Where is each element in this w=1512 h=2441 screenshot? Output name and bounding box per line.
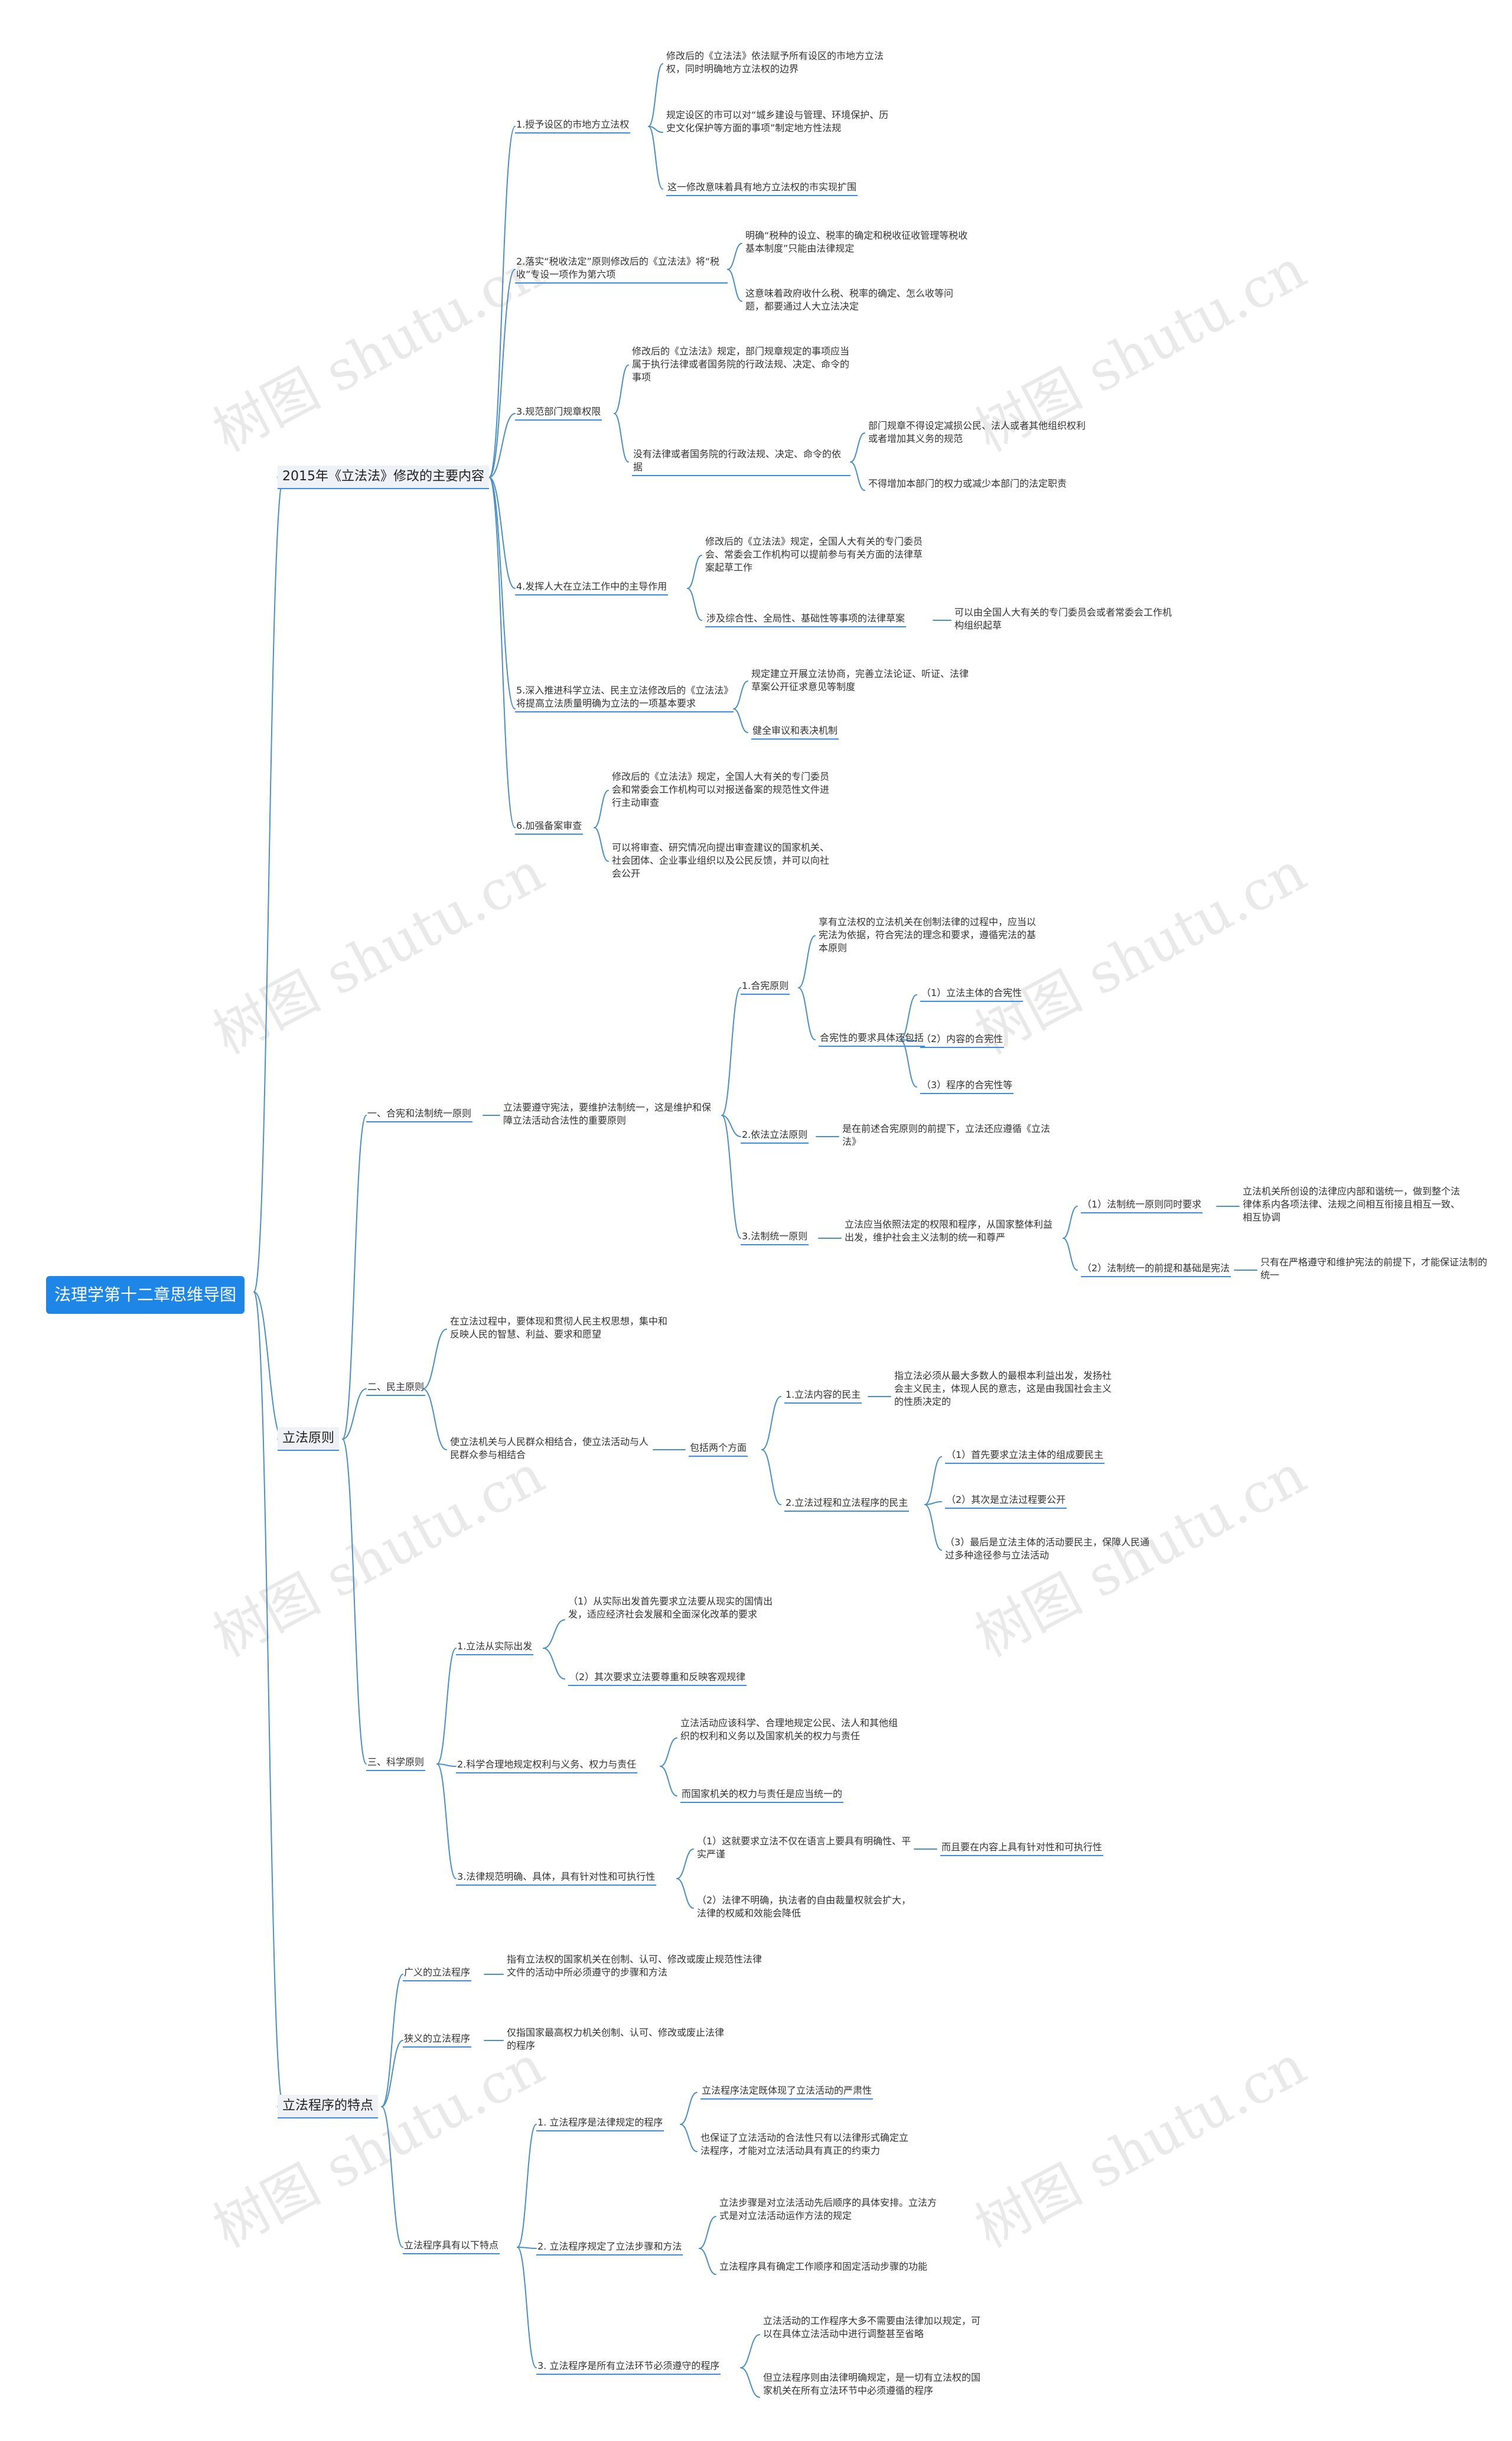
node-s1-c2-item[interactable]: 明确“税种的设立、税率的确定和税收征收管理等税收基本制度”只能由法律规定 <box>745 230 968 254</box>
node-s2-p3-c1[interactable]: （1）这就要求立法不仅在语言上要具有明确性、平实严谨 <box>697 1835 911 1860</box>
node-s3-r1-item[interactable]: 也保证了立法活动的合法性只有以法律形式确定立法程序，才能对立法活动具有真正的约束… <box>700 2132 909 2156</box>
node-s1-c2-item[interactable]: 这意味着政府收什么税、税率的确定、怎么收等问题，都要通过人大立法决定 <box>745 288 954 312</box>
node-s2-p1-a-x2-item[interactable]: （3）程序的合宪性等 <box>920 1079 1014 1094</box>
node-s2-p3-c[interactable]: 3.法律规范明确、具体，具有针对性和可执行性 <box>456 1870 657 1886</box>
node-s1-c1[interactable]: 1.授予设区的市地方立法权 <box>515 118 631 134</box>
node-s2-p1-a-x1[interactable]: 享有立法权的立法机关在创制法律的过程中，应当以宪法为依据，符合宪法的理念和要求，… <box>819 916 1037 953</box>
node-s2-p2-m2-item[interactable]: （1）首先要求立法主体的组成要民主 <box>945 1449 1105 1464</box>
node-s2-p2-m2-item[interactable]: （3）最后是立法主体的活动要民主，保障人民通过多种途径参与立法活动 <box>945 1537 1150 1561</box>
node-s1-c4[interactable]: 4.发挥人大在立法工作中的主导作用 <box>515 580 669 595</box>
node-s3-r3-item[interactable]: 但立法程序则由法律明确规定，是一切有立法权的国家机关在所有立法环节中必须遵循的程… <box>763 2372 981 2396</box>
node-s1-c2[interactable]: 2.落实“税收法定”原则修改后的《立法法》将“税收”专设一项作为第六项 <box>515 255 728 284</box>
node-s1-c6[interactable]: 6.加强备案审查 <box>515 819 584 835</box>
node-s2-p2-m1-item[interactable]: 指立法必须从最大多数人的最根本利益出发，发扬社会主义民主，体现人民的意志，这是由… <box>894 1370 1112 1407</box>
node-s3-r2-item[interactable]: 立法步骤是对立法活动先后顺序的具体安排。立法方式是对立法活动运作方法的规定 <box>719 2197 937 2221</box>
node-s2-p1-c-y1[interactable]: （1）法制统一原则同时要求 <box>1081 1198 1203 1213</box>
node-s2-p1-a-x2[interactable]: 合宪性的要求具体还包括 <box>819 1031 926 1047</box>
node-s1-c4-b-item[interactable]: 可以由全国人大有关的专门委员会或者常委会工作机构组织起草 <box>954 607 1172 631</box>
node-s1-c1-item[interactable]: 修改后的《立法法》依法赋予所有设区的市地方立法权，同时明确地方立法权的边界 <box>666 50 884 74</box>
node-s2-p2-m1[interactable]: 1.立法内容的民主 <box>784 1388 862 1404</box>
node-s2-p1-c-y2[interactable]: （2）法制统一的前提和基础是宪法 <box>1081 1262 1231 1277</box>
node-s1-c3[interactable]: 3.规范部门规章权限 <box>515 405 602 421</box>
node-s3-r1[interactable]: 1. 立法程序是法律规定的程序 <box>536 2116 664 2131</box>
node-s2-p1-c-desc[interactable]: 立法应当依照法定的权限和程序，从国家整体利益出发，维护社会主义法制的统一和尊严 <box>845 1219 1053 1243</box>
node-s3-r3-item[interactable]: 立法活动的工作程序大多不需要由法律加以规定，可以在具体立法活动中进行调整甚至省略 <box>763 2315 981 2339</box>
node-s3-q2[interactable]: 狭义的立法程序 <box>403 2032 472 2048</box>
node-s2-p3-c2[interactable]: （2）法律不明确，执法者的自由裁量权就会扩大，法律的权威和效能会降低 <box>697 1895 911 1919</box>
node-s2-p2-m2-item[interactable]: （2）其次是立法过程要公开 <box>945 1493 1067 1509</box>
node-s2-p1[interactable]: 一、合宪和法制统一原则 <box>366 1107 473 1122</box>
node-s3-r1-item[interactable]: 立法程序法定既体现了立法活动的严肃性 <box>700 2084 874 2100</box>
node-s2-p2-m2[interactable]: 2.立法过程和立法程序的民主 <box>784 1496 910 1512</box>
node-s2-p3-a[interactable]: 1.立法从实际出发 <box>456 1640 534 1655</box>
node-s1-c3-b-item[interactable]: 不得增加本部门的权力或减少本部门的法定职责 <box>868 478 1067 489</box>
node-s1-c1-item[interactable]: 这一修改意味着具有地方立法权的市实现扩围 <box>666 181 858 196</box>
node-s2-p3-a-item[interactable]: （1）从实际出发首先要求立法要从现实的国情出发，适应经济社会发展和全面深化改革的… <box>568 1596 773 1620</box>
node-s1-c3-b-item[interactable]: 部门规章不得设定减损公民、法人或者其他组织权利或者增加其义务的规范 <box>868 420 1086 444</box>
node-s3-r2[interactable]: 2. 立法程序规定了立法步骤和方法 <box>536 2240 683 2256</box>
node-s2-p2[interactable]: 二、民主原则 <box>366 1381 426 1396</box>
branch-legislative-principles[interactable]: 立法原则 <box>278 1427 340 1451</box>
node-s2-p1-desc[interactable]: 立法要遵守宪法，要维护法制统一，这是维护和保障立法活动合法性的重要原则 <box>503 1102 712 1126</box>
node-s1-c3-b[interactable]: 没有法律或者国务院的行政法规、决定、命令的依据 <box>632 448 850 476</box>
node-s1-c5[interactable]: 5.深入推进科学立法、民主立法修改后的《立法法》将提高立法质量明确为立法的一项基… <box>515 684 734 712</box>
node-s3-q1[interactable]: 广义的立法程序 <box>403 1966 472 1981</box>
branch-legislative-procedure[interactable]: 立法程序的特点 <box>278 2095 379 2118</box>
node-s2-p3-b[interactable]: 2.科学合理地规定权利与义务、权力与责任 <box>456 1758 638 1773</box>
root-node[interactable]: 法理学第十二章思维导图 <box>46 1276 245 1314</box>
node-s2-p1-a-x2-item[interactable]: （1）立法主体的合宪性 <box>920 987 1024 1002</box>
node-s2-p1-b-item[interactable]: 是在前述合宪原则的前提下，立法还应遵循《立法法》 <box>842 1123 1051 1147</box>
node-s2-p3-b-item[interactable]: 而国家机关的权力与责任是应当统一的 <box>680 1788 844 1803</box>
node-s2-p2-b[interactable]: 使立法机关与人民群众相结合，使立法活动与人民群众参与相结合 <box>450 1436 649 1460</box>
node-s2-p1-c-y2-item[interactable]: 只有在严格遵守和维护宪法的前提下，才能保证法制的统一 <box>1260 1257 1488 1281</box>
node-s2-p3-c1-item[interactable]: 而且要在内容上具有针对性和可执行性 <box>940 1841 1104 1856</box>
node-s2-p2-b-mid[interactable]: 包括两个方面 <box>689 1441 748 1457</box>
node-s1-c6-item[interactable]: 可以将审查、研究情况向提出审查建议的国家机关、社会团体、企业事业组织以及公民反馈… <box>612 842 830 879</box>
node-s1-c4-b[interactable]: 涉及综合性、全局性、基础性等事项的法律草案 <box>705 612 907 627</box>
node-s2-p1-a-x2-item[interactable]: （2）内容的合宪性 <box>920 1033 1005 1048</box>
node-s2-p1-b[interactable]: 2.依法立法原则 <box>741 1128 809 1144</box>
node-s2-p3-a-item[interactable]: （2）其次要求立法要尊重和反映客观规律 <box>568 1671 747 1686</box>
node-s3-q1-item[interactable]: 指有立法权的国家机关在创制、认可、修改或废止规范性法律文件的活动中所必须遵守的步… <box>507 1954 762 1978</box>
node-s3-r3[interactable]: 3. 立法程序是所有立法环节必须遵守的程序 <box>536 2359 721 2375</box>
node-s1-c1-item[interactable]: 规定设区的市可以对“城乡建设与管理、环境保护、历史文化保护等方面的事项”制定地方… <box>666 109 889 134</box>
node-s3-q2-item[interactable]: 仅指国家最高权力机关创制、认可、修改或废止法律的程序 <box>507 2027 725 2051</box>
node-s2-p3-b-item[interactable]: 立法活动应该科学、合理地规定公民、法人和其他组织的权利和义务以及国家机关的权力与… <box>680 1717 898 1742</box>
node-s3-r2-item[interactable]: 立法程序具有确定工作顺序和固定活动步骤的功能 <box>719 2261 928 2272</box>
node-s2-p3[interactable]: 三、科学原则 <box>366 1756 426 1771</box>
node-s1-c6-item[interactable]: 修改后的《立法法》规定，全国人大有关的专门委员会和常委会工作机构可以对报送备案的… <box>612 771 830 808</box>
node-s3-q3[interactable]: 立法程序具有以下特点 <box>403 2239 500 2254</box>
node-s1-c4-a[interactable]: 修改后的《立法法》规定，全国人大有关的专门委员会、常委会工作机构可以提前参与有关… <box>705 536 923 573</box>
node-s2-p1-a[interactable]: 1.合宪原则 <box>741 979 790 995</box>
node-s1-c5-item[interactable]: 规定建立开展立法协商，完善立法论证、听证、法律草案公开征求意见等制度 <box>751 668 969 692</box>
node-s2-p1-c[interactable]: 3.法制统一原则 <box>741 1230 809 1245</box>
node-s2-p2-a[interactable]: 在立法过程中，要体现和贯彻人民主权思想，集中和反映人民的智慧、利益、要求和愿望 <box>450 1316 668 1340</box>
node-s1-c3-a[interactable]: 修改后的《立法法》规定，部门规章规定的事项应当属于执行法律或者国务院的行政法规、… <box>632 346 850 383</box>
branch-legislation-law-2015[interactable]: 2015年《立法法》修改的主要内容 <box>278 466 489 489</box>
node-s1-c5-item[interactable]: 健全审议和表决机制 <box>751 724 839 740</box>
node-s2-p1-c-y1-item[interactable]: 立法机关所创设的法律应内部和谐统一，做到整个法律体系内各项法律、法规之间相互衔接… <box>1243 1186 1461 1223</box>
